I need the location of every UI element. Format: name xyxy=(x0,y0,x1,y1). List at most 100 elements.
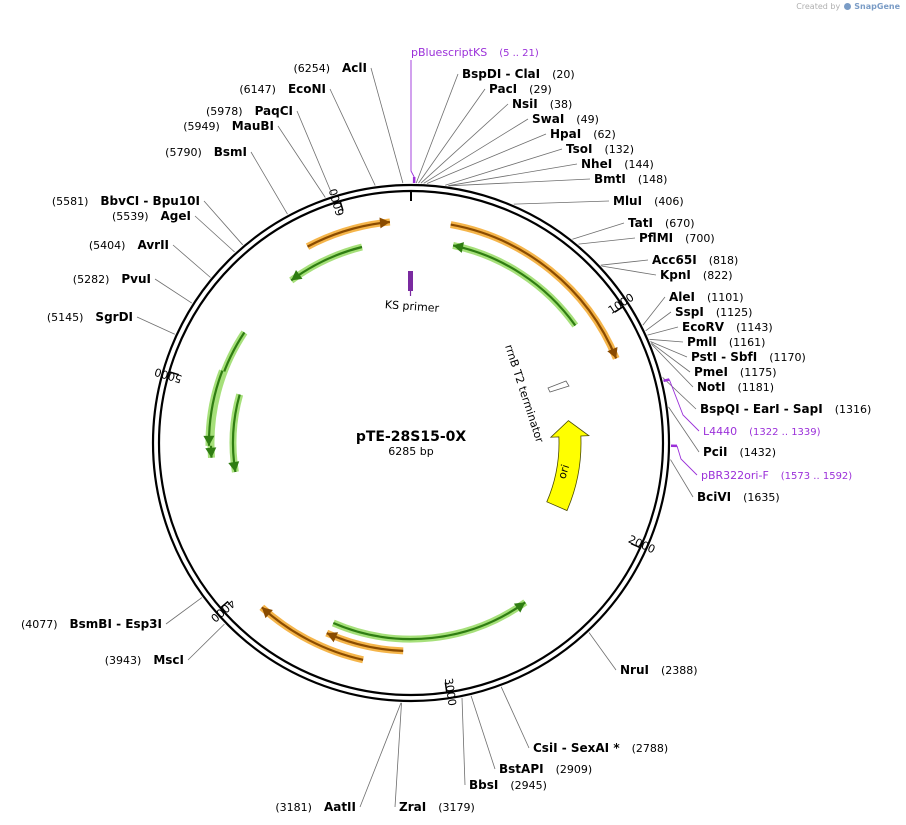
site-leader-line xyxy=(500,686,530,749)
restriction-site: MauBI(5949) xyxy=(183,119,274,133)
site-leader-line xyxy=(600,259,649,266)
site-position: (1125) xyxy=(716,306,753,319)
credit-prefix: Created by xyxy=(796,2,841,11)
site-position: (1175) xyxy=(740,366,777,379)
site-name: AatII xyxy=(324,800,356,814)
feature-orange-upperleft-glow xyxy=(305,218,391,250)
restriction-site: CsiI - SexAI *(2788) xyxy=(533,741,668,755)
site-leader-line xyxy=(415,73,459,184)
site-position: (1635) xyxy=(743,491,780,504)
site-leader-line xyxy=(651,343,694,388)
site-name: PaqCI xyxy=(255,104,293,118)
restriction-site: ZraI(3179) xyxy=(399,800,475,814)
feature-orange-top-arrowhead-icon xyxy=(607,347,618,359)
site-position: (1143) xyxy=(736,321,773,334)
feature-green-upperleft-glow xyxy=(289,243,363,284)
primer-site: pBluescriptKS(5 .. 21) xyxy=(410,46,539,184)
primer-name: pBluescriptKS xyxy=(411,46,487,59)
site-leader-line xyxy=(449,178,591,187)
site-name: PmlI xyxy=(687,335,717,349)
site-position: (1181) xyxy=(738,381,775,394)
site-leader-line xyxy=(668,406,700,453)
restriction-site: PmlI(1161) xyxy=(687,335,765,349)
site-leader-line xyxy=(250,151,288,215)
site-name: AclI xyxy=(342,61,367,75)
site-leader-line xyxy=(470,695,496,770)
site-leader-line xyxy=(370,67,404,184)
site-position: (818) xyxy=(709,254,739,267)
restriction-site: HpaI(62) xyxy=(550,127,616,141)
site-position: (20) xyxy=(552,68,575,81)
site-leader-line xyxy=(394,702,402,808)
tick-mark xyxy=(444,682,448,693)
primer-leader-line xyxy=(668,379,700,432)
primer-range: (1322 .. 1339) xyxy=(749,427,821,438)
restriction-site: SspI(1125) xyxy=(675,305,752,319)
site-leader-line xyxy=(154,278,193,304)
restriction-site: MluI(406) xyxy=(613,194,684,208)
site-name: BsmBI - Esp3I xyxy=(70,617,162,631)
site-name: PacI xyxy=(489,82,517,96)
plasmid-name: pTE-28S15-0X xyxy=(356,429,467,445)
site-position: (1432) xyxy=(740,446,777,459)
site-leader-line xyxy=(277,125,326,198)
feature-orange-bottom-b xyxy=(325,629,404,655)
restriction-site: BmtI(148) xyxy=(594,172,667,186)
site-name: PciI xyxy=(703,445,728,459)
tick-label: 3000 xyxy=(442,677,459,707)
site-name: MauBI xyxy=(232,119,274,133)
site-name: BciVI xyxy=(697,490,731,504)
site-leader-line xyxy=(513,200,610,205)
site-leader-line xyxy=(329,88,376,186)
site-name: BspQI - EarI - SapI xyxy=(700,402,823,416)
primer-site: pBR322ori-F(1573 .. 1592) xyxy=(670,444,853,482)
restriction-site: PvuI(5282) xyxy=(73,272,151,286)
site-name: Acc65I xyxy=(652,253,697,267)
feature-green-top-arrowhead-icon xyxy=(453,242,464,253)
site-position: (29) xyxy=(529,83,552,96)
site-leader-line xyxy=(650,342,691,373)
feature-orange-bottom-a xyxy=(259,604,364,664)
feature-green-upperleft xyxy=(289,243,363,284)
site-name: AgeI xyxy=(161,209,191,223)
site-position: (2788) xyxy=(632,742,669,755)
site-name: MscI xyxy=(153,653,184,667)
feature-green-bottom-body xyxy=(332,601,526,641)
primer-leader-line xyxy=(410,60,415,178)
site-position: (5539) xyxy=(112,210,149,223)
site-position: (1101) xyxy=(707,291,744,304)
restriction-site: TsoI(132) xyxy=(566,142,634,156)
site-leader-line xyxy=(448,163,578,187)
restriction-site: BspDI - ClaI(20) xyxy=(462,67,575,81)
tick-label: 6000 xyxy=(327,187,347,218)
site-leader-line xyxy=(461,697,466,786)
restriction-site: AclI(6254) xyxy=(293,61,367,75)
feature-green-bottom xyxy=(331,599,528,643)
feature-green-top-glow xyxy=(452,241,579,328)
site-leader-line xyxy=(647,326,679,336)
site-position: (406) xyxy=(654,195,684,208)
restriction-site: EcoNI(6147) xyxy=(239,82,326,96)
site-leader-line xyxy=(601,265,657,276)
restriction-site: TatI(670) xyxy=(628,216,695,230)
restriction-site: EcoRV(1143) xyxy=(682,320,773,334)
feature-green-bottom-arrowhead-icon xyxy=(513,602,526,613)
site-leader-line xyxy=(645,311,672,332)
site-name: TatI xyxy=(628,216,653,230)
site-leader-line xyxy=(445,148,563,186)
site-name: BbvCI - Bpu10I xyxy=(100,194,200,208)
plasmid-size: 6285 bp xyxy=(388,445,433,458)
primer-range: (1573 .. 1592) xyxy=(781,471,853,482)
site-name: HpaI xyxy=(550,127,581,141)
snapgene-credit: Created by SnapGene xyxy=(796,2,900,11)
restriction-site: BbsI(2945) xyxy=(469,778,547,792)
restriction-site: AatII(3181) xyxy=(275,800,356,814)
ori-feature: ori xyxy=(546,420,591,512)
site-position: (6147) xyxy=(239,83,276,96)
feature-green-upperleft-arrowhead-icon xyxy=(291,270,303,281)
feature-orange-top-glow xyxy=(450,221,620,360)
restriction-site: SwaI(49) xyxy=(532,112,599,126)
site-position: (5404) xyxy=(89,239,126,252)
terminator-label: rrnB T2 terminator xyxy=(502,343,546,445)
